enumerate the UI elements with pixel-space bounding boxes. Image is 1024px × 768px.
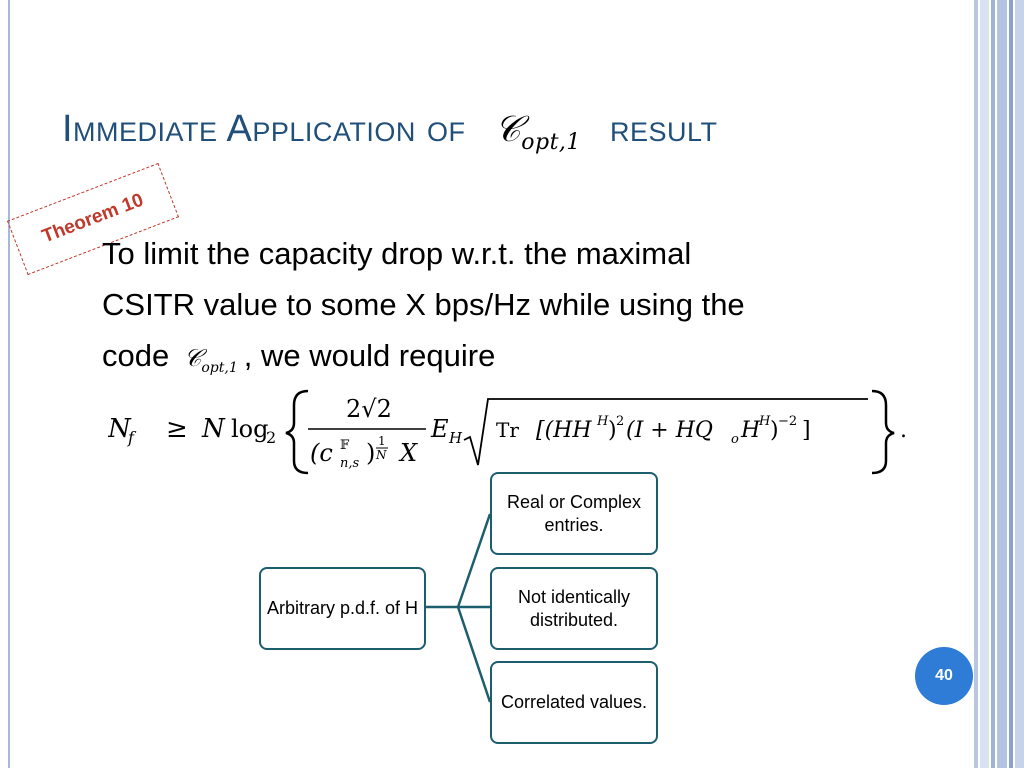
- body-text: To limit the capacity drop w.r.t. the ma…: [102, 228, 932, 394]
- body-line-1: To limit the capacity drop w.r.t. the ma…: [102, 236, 692, 271]
- slide-title: Immediate Application of 𝒞opt,1 result: [62, 108, 718, 155]
- svg-text:2: 2: [266, 428, 276, 447]
- title-part-1: Immediate Application of: [62, 108, 466, 150]
- svg-text:1: 1: [378, 434, 386, 448]
- svg-text:𝔽: 𝔽: [340, 438, 350, 453]
- right-border-decoration: [974, 0, 1024, 768]
- capacity-equation: N f ≥ N log 2 2√2 (c 𝔽 n,s ) 1 N X E H T…: [108, 389, 907, 475]
- diagram-child-node-2: Not identically distributed.: [490, 567, 658, 650]
- body-line-2: CSITR value to some X bps/Hz while using…: [102, 287, 745, 322]
- svg-text:N: N: [201, 414, 226, 444]
- svg-text:N: N: [108, 414, 132, 444]
- page-number-badge: 40: [915, 647, 973, 705]
- title-part-2: result: [610, 108, 718, 150]
- diagram-child-node-3: Correlated values.: [490, 661, 658, 744]
- svg-text:(c: (c: [310, 439, 333, 467]
- svg-text:[(HH: [(HH: [536, 418, 592, 443]
- svg-text:≥: ≥: [166, 414, 188, 444]
- svg-text:X: X: [398, 439, 418, 467]
- svg-text:n,s: n,s: [340, 456, 360, 471]
- svg-text:H: H: [596, 414, 609, 429]
- svg-text:2: 2: [616, 414, 624, 429]
- svg-text:]: ]: [802, 418, 811, 443]
- svg-text:H: H: [758, 414, 771, 429]
- svg-text:o: o: [731, 432, 739, 447]
- svg-text:H: H: [448, 429, 463, 447]
- page-number: 40: [935, 667, 953, 684]
- code-math-symbol: 𝒞opt,1: [183, 344, 238, 376]
- svg-text:E: E: [430, 415, 449, 443]
- svg-text:2√2: 2√2: [346, 395, 392, 423]
- body-line-3: code 𝒞opt,1, we would require: [102, 338, 496, 376]
- title-math-symbol: 𝒞opt,1: [494, 109, 581, 156]
- svg-text:f: f: [127, 428, 137, 447]
- svg-text:N: N: [375, 448, 387, 462]
- svg-text:H: H: [740, 418, 761, 443]
- diagram-child-node-1: Real or Complex entries.: [490, 472, 658, 555]
- diagram-root-node: Arbitrary p.d.f. of H: [259, 567, 426, 650]
- svg-text:(I + HQ: (I + HQ: [626, 418, 713, 443]
- svg-text:−2: −2: [778, 414, 797, 429]
- svg-text:Tr: Tr: [496, 418, 519, 442]
- svg-text:): ): [608, 418, 617, 443]
- svg-text:): ): [770, 418, 779, 443]
- svg-text:log: log: [231, 415, 269, 443]
- left-rail-decoration: [8, 0, 10, 768]
- svg-text:): ): [366, 439, 375, 467]
- svg-text:.: .: [900, 418, 907, 443]
